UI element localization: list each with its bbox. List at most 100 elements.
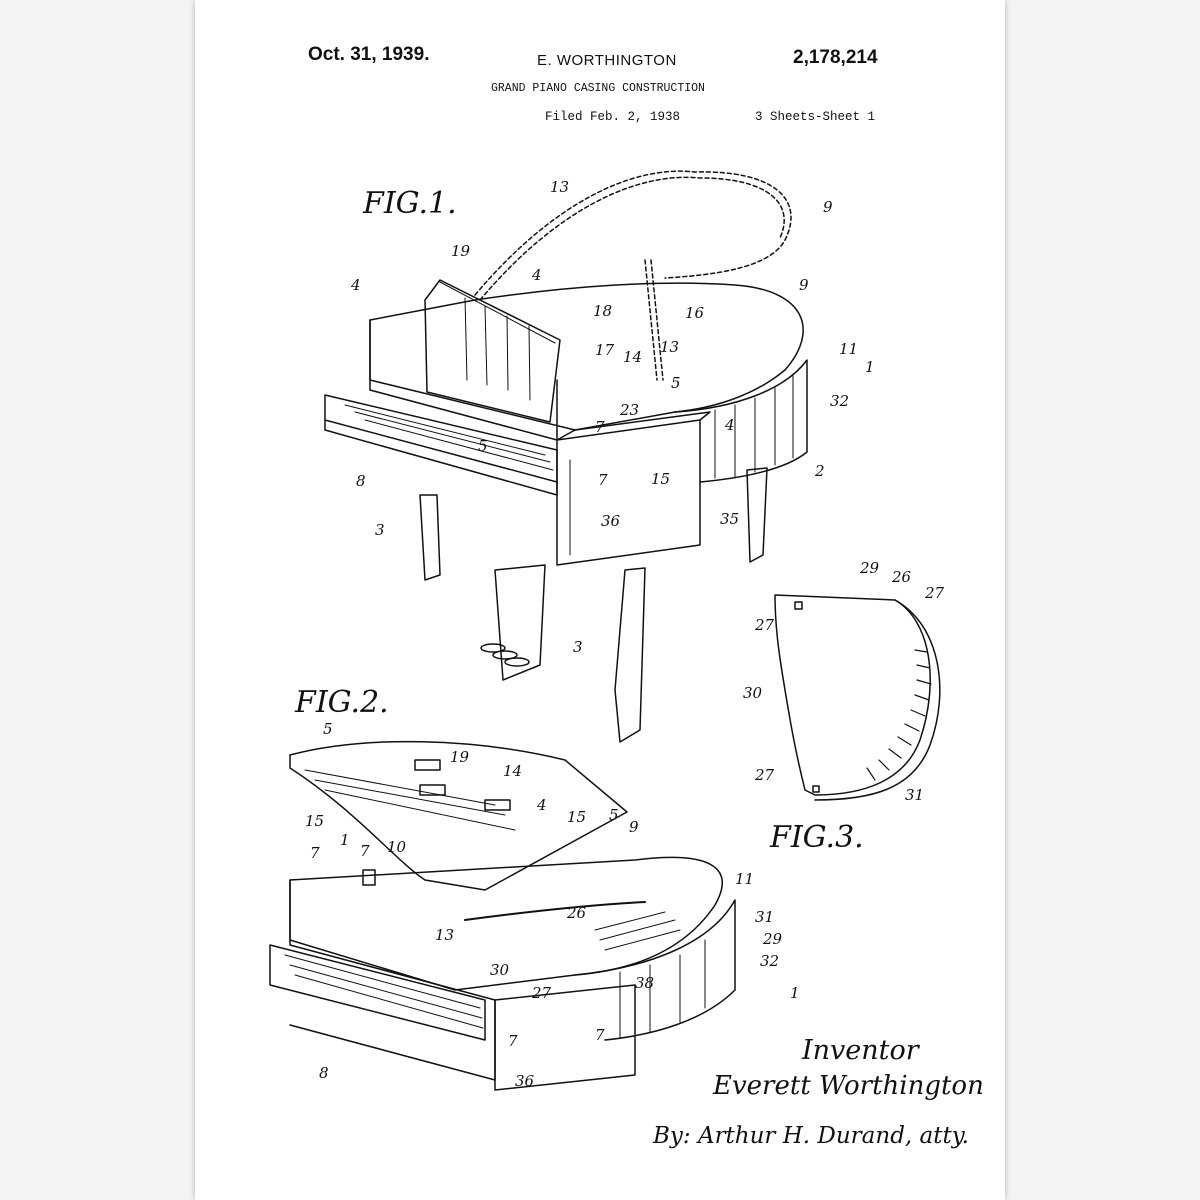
fig2-ref-26: 26	[566, 904, 587, 922]
soundboard-ribs	[594, 911, 681, 951]
fig3-ref-30: 30	[743, 684, 763, 702]
fig1-ref-18: 18	[593, 302, 612, 320]
front-case	[369, 319, 558, 441]
piano-lid-top	[369, 282, 804, 431]
filed-date: Filed Feb. 2, 1938	[545, 110, 681, 124]
fig1-ref-4c: 4	[724, 416, 735, 434]
fig1-ref-9a: 9	[823, 198, 833, 216]
desk-lines	[464, 297, 531, 401]
figure-1: FIG.1.	[324, 170, 875, 743]
fig2-ref-30: 30	[490, 961, 510, 979]
lid-slot-1	[414, 759, 441, 771]
fig2-ref-31: 31	[755, 908, 774, 926]
fig2-ref-7a: 7	[310, 844, 320, 862]
fig3-ref-31: 31	[905, 786, 924, 804]
fig2-ref-7d: 7	[595, 1026, 605, 1044]
fig2-ref-36: 36	[515, 1072, 535, 1090]
fig2-ref-5a: 5	[323, 720, 333, 738]
keys	[344, 404, 554, 471]
fig2-ref-1b: 1	[790, 984, 800, 1002]
fig3-ref-27a: 27	[924, 584, 945, 602]
raised-lid-inner	[479, 176, 785, 301]
figure-3: FIG.3. 29 26 27 27 30 27 31	[743, 559, 945, 855]
fig2-ref-27: 27	[531, 984, 552, 1002]
fig3-reference-numerals: 29 26 27 27 30 27 31	[743, 559, 945, 804]
fig2-ref-8: 8	[319, 1064, 329, 1082]
sheet-count: 3 Sheets-Sheet 1	[755, 110, 876, 124]
fig2-ref-7b: 7	[360, 842, 370, 860]
fig3-label: FIG.3.	[769, 820, 864, 855]
fig1-ref-15: 15	[651, 470, 670, 488]
leg-back	[746, 467, 768, 563]
fig2-ref-14: 14	[503, 762, 522, 780]
music-desk-edge	[439, 281, 556, 344]
fig2-ref-11: 11	[735, 870, 754, 888]
keys-fig2	[284, 954, 484, 1029]
attorney-signature: By: Arthur H. Durand, atty.	[653, 1123, 969, 1149]
patent-number: 2,178,214	[793, 47, 878, 68]
fig1-ref-36: 36	[601, 512, 621, 530]
pedal-3	[504, 657, 530, 667]
inventor-signature: Everett Worthington	[713, 1071, 984, 1101]
fig1-ref-7a: 7	[595, 418, 605, 436]
fig1-ref-4a: 4	[350, 276, 361, 294]
keyboard-fig2	[269, 944, 486, 1041]
fig1-ref-35: 35	[720, 510, 739, 528]
fig2-ref-5b: 5	[609, 806, 619, 824]
fig1-ref-3a: 3	[375, 521, 385, 539]
fig1-ref-5b: 5	[478, 437, 488, 455]
fig1-ref-4b: 4	[531, 266, 542, 284]
rim-section	[774, 594, 931, 796]
patent-sheet: Oct. 31, 1939. E. WORTHINGTON 2,178,214 …	[195, 0, 1005, 1200]
fastener-bottom	[812, 785, 820, 793]
lid-prop	[644, 259, 658, 381]
fig2-ref-32: 32	[760, 952, 779, 970]
patent-drawing: FIG.1.	[195, 0, 1005, 1200]
leg-front-right	[614, 567, 646, 743]
lid-folded-lines	[304, 769, 516, 831]
fig3-ref-27b: 27	[754, 616, 775, 634]
fig2-reference-numerals: 5 19 14 4 15 15 5 9 7 1 7 10 11 26 31 13	[305, 720, 800, 1090]
rim-outer-edge	[814, 599, 941, 801]
fig1-ref-13: 13	[550, 178, 569, 196]
pedal-lyre	[494, 564, 546, 681]
rim-shading	[714, 374, 794, 479]
fig3-ref-29: 29	[859, 559, 880, 577]
fig2-ref-19: 19	[450, 748, 470, 766]
fig1-ref-5a: 5	[671, 374, 681, 392]
fig1-ref-17: 17	[595, 341, 615, 359]
fig3-ref-26: 26	[891, 568, 912, 586]
fig2-ref-7c: 7	[508, 1032, 518, 1050]
fig2-ref-15a: 15	[305, 812, 324, 830]
patent-date: Oct. 31, 1939.	[308, 44, 430, 65]
fig2-label: FIG.2.	[294, 685, 389, 720]
patent-title: GRAND PIANO CASING CONSTRUCTION	[491, 82, 705, 95]
fig2-ref-38: 38	[635, 974, 654, 992]
fig1-label: FIG.1.	[362, 186, 457, 221]
case-rim	[574, 899, 736, 1041]
fig1-ref-19: 19	[451, 242, 471, 260]
fig1-ref-7b: 7	[598, 471, 608, 489]
fig2-ref-9: 9	[629, 818, 639, 836]
fig1-ref-9b: 9	[799, 276, 809, 294]
fig1-ref-1: 1	[865, 358, 875, 376]
fig2-ref-1a: 1	[340, 831, 350, 849]
cheek-block	[556, 419, 701, 566]
case-rim-shading	[619, 939, 706, 1039]
fig1-ref-2: 2	[814, 462, 825, 480]
raised-lid-outline	[474, 170, 792, 296]
pedal-2	[492, 650, 518, 660]
fig3-ref-27c: 27	[754, 766, 775, 784]
bracket-10	[362, 869, 376, 886]
figure-2: FIG.2.	[269, 685, 800, 1091]
fig1-ref-14: 14	[623, 348, 642, 366]
fig2-ref-4: 4	[536, 796, 547, 814]
lid-slot-2	[419, 784, 446, 796]
fig1-ref-3b: 3	[573, 638, 583, 656]
pedal-1	[480, 643, 506, 653]
lid-slot-3	[484, 799, 511, 811]
soundboard-edge	[464, 901, 646, 921]
fig1-ref-13b: 13	[660, 338, 679, 356]
fig2-ref-15b: 15	[567, 808, 586, 826]
fig1-ref-16: 16	[685, 304, 705, 322]
